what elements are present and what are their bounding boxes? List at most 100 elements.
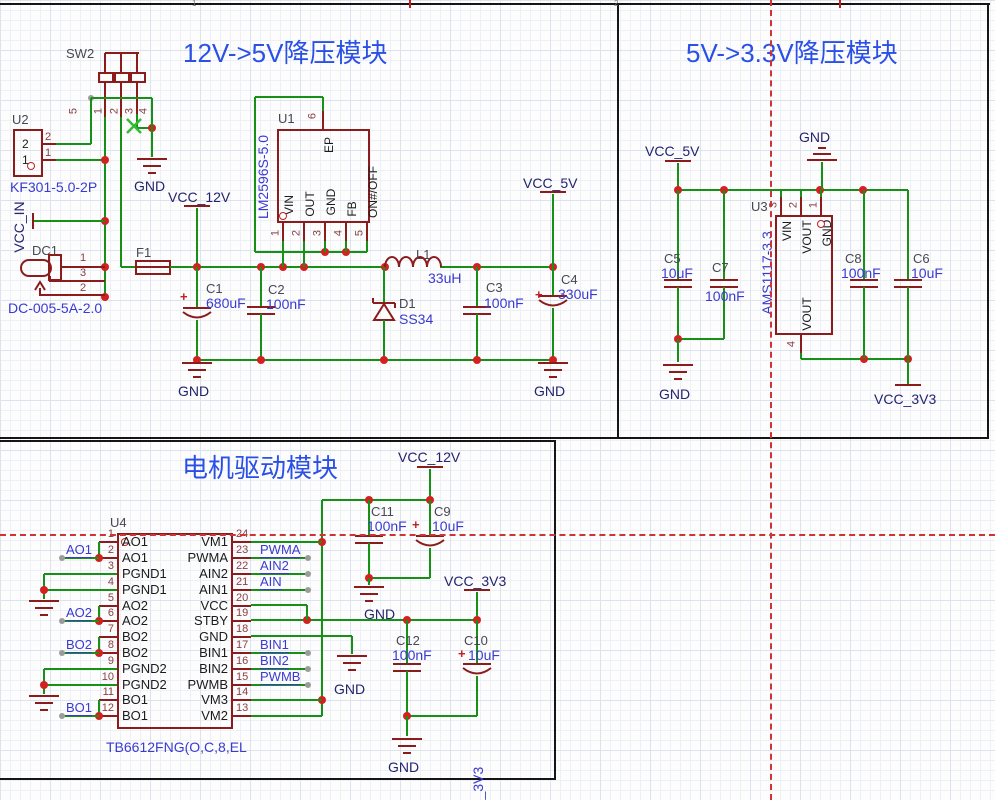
pin-number[interactable]: 16 (236, 655, 249, 667)
gnd-symbol-icon[interactable] (148, 172, 156, 174)
wire-segment[interactable] (324, 241, 326, 252)
value-c1[interactable]: 680uF (206, 295, 246, 311)
wire-segment[interactable] (440, 266, 553, 268)
value-u4[interactable]: TB6612FNG(O,C,8,EL (106, 739, 247, 755)
net-label-vcc5v[interactable]: VCC_5V (523, 175, 578, 191)
wire-segment[interactable] (56, 159, 105, 161)
pin-number[interactable]: 8 (107, 639, 114, 651)
pin-number[interactable]: 2 (108, 107, 121, 115)
power-flag-icon[interactable] (184, 205, 210, 207)
wire-segment[interactable] (44, 668, 117, 670)
pin-stub[interactable] (233, 636, 251, 638)
pin-stub[interactable] (50, 280, 105, 282)
pin-number[interactable]: 3 (123, 107, 136, 115)
wire-segment[interactable] (121, 266, 135, 268)
switch-strap[interactable] (105, 52, 139, 54)
wire-segment[interactable] (91, 97, 152, 99)
pin-stub[interactable] (49, 276, 51, 282)
wire-segment[interactable] (251, 699, 322, 701)
wire-segment[interactable] (863, 287, 865, 359)
pin-number[interactable]: 1 (92, 107, 105, 115)
wire-segment[interactable] (196, 267, 198, 308)
pin-stub[interactable] (233, 605, 251, 607)
wire-segment[interactable] (62, 557, 99, 559)
gnd-symbol-icon[interactable] (403, 752, 411, 754)
wire-segment[interactable] (368, 543, 370, 578)
gnd-symbol-icon[interactable] (669, 371, 687, 373)
pin-number[interactable]: 11 (102, 686, 114, 698)
wire-segment[interactable] (907, 190, 909, 280)
pin-number[interactable]: 1 (45, 147, 52, 159)
wire-segment[interactable] (800, 190, 802, 198)
wire-segment[interactable] (303, 241, 305, 267)
gnd-symbol-icon[interactable] (182, 362, 212, 364)
wire-segment[interactable] (723, 190, 725, 280)
wire-segment[interactable] (552, 194, 554, 267)
power-flag-icon[interactable] (665, 160, 691, 162)
wire-segment[interactable] (677, 190, 679, 280)
wire-segment[interactable] (820, 190, 822, 198)
pin-number[interactable]: 12 (101, 702, 114, 714)
pin-number[interactable]: 1 (807, 201, 820, 209)
pin-stub[interactable] (104, 82, 106, 117)
pin-number[interactable]: 2 (80, 282, 87, 294)
gnd-symbol-icon[interactable] (392, 738, 422, 740)
wire-segment[interactable] (136, 114, 138, 128)
wire-segment[interactable] (62, 652, 99, 654)
wire-segment[interactable] (406, 716, 408, 736)
value-c6[interactable]: 10uF (911, 265, 943, 281)
pin-stub[interactable] (62, 266, 105, 268)
wire-segment[interactable] (120, 117, 122, 267)
pin-number[interactable]: 6 (107, 607, 114, 619)
wire-segment[interactable] (407, 715, 477, 717)
designator-f1[interactable]: F1 (136, 245, 152, 260)
no-connect-x-icon[interactable] (126, 118, 142, 134)
wire-segment[interactable] (104, 117, 106, 297)
wire-segment[interactable] (476, 267, 478, 307)
pin-stub[interactable] (99, 605, 117, 607)
pin-stub[interactable] (233, 652, 251, 654)
wire-segment[interactable] (251, 541, 322, 543)
component-body-u2[interactable] (13, 129, 43, 177)
power-flag-icon[interactable] (417, 466, 443, 468)
gnd-symbol-icon[interactable] (360, 593, 378, 595)
wire-segment[interactable] (255, 96, 323, 98)
gnd-symbol-icon[interactable] (337, 655, 367, 657)
pin-number[interactable]: 14 (236, 686, 249, 698)
wire-segment[interactable] (723, 287, 725, 339)
pin-number[interactable]: 21 (236, 576, 249, 588)
gnd-symbol-icon[interactable] (143, 165, 161, 167)
pin-stub[interactable] (43, 143, 56, 145)
switch-body-sw2[interactable] (114, 72, 130, 83)
wire-segment[interactable] (98, 637, 100, 653)
value-c3[interactable]: 100nF (484, 295, 524, 311)
designator-u3[interactable]: U3 (751, 199, 768, 214)
designator-sw2[interactable]: SW2 (66, 46, 95, 61)
wire-segment[interactable] (34, 220, 105, 222)
diode-d1-icon[interactable] (370, 296, 398, 322)
pin-stub[interactable] (43, 159, 56, 161)
designator-c4[interactable]: C4 (561, 272, 578, 287)
pin-name[interactable]: VOUT (800, 220, 814, 254)
net-label-vcc3v3[interactable]: VCC_3V3 (874, 391, 937, 407)
value-c10[interactable]: 10uF (468, 647, 500, 663)
pin-stub[interactable] (40, 294, 105, 296)
designator-u4[interactable]: U4 (110, 515, 127, 530)
pin-number[interactable]: 3 (107, 560, 114, 572)
designator-c7[interactable]: C7 (712, 260, 729, 275)
wire-segment[interactable] (44, 589, 117, 591)
wire-segment[interactable] (251, 573, 308, 575)
pin-stub[interactable] (99, 652, 117, 654)
wire-segment[interactable] (254, 97, 256, 252)
wire-segment[interactable] (98, 700, 100, 716)
wire-segment[interactable] (368, 500, 370, 536)
gnd-symbol-icon[interactable] (40, 614, 48, 616)
designator-c9[interactable]: C9 (434, 504, 451, 519)
designator-u1[interactable]: U1 (278, 111, 295, 126)
gnd-symbol-icon[interactable] (354, 586, 384, 588)
capacitor-c5[interactable] (664, 279, 692, 281)
pin-number[interactable]: 2 (107, 544, 114, 556)
wire-segment[interactable] (90, 98, 92, 144)
gnd-symbol-icon[interactable] (343, 662, 361, 664)
value-c9[interactable]: 10uF (432, 518, 464, 534)
